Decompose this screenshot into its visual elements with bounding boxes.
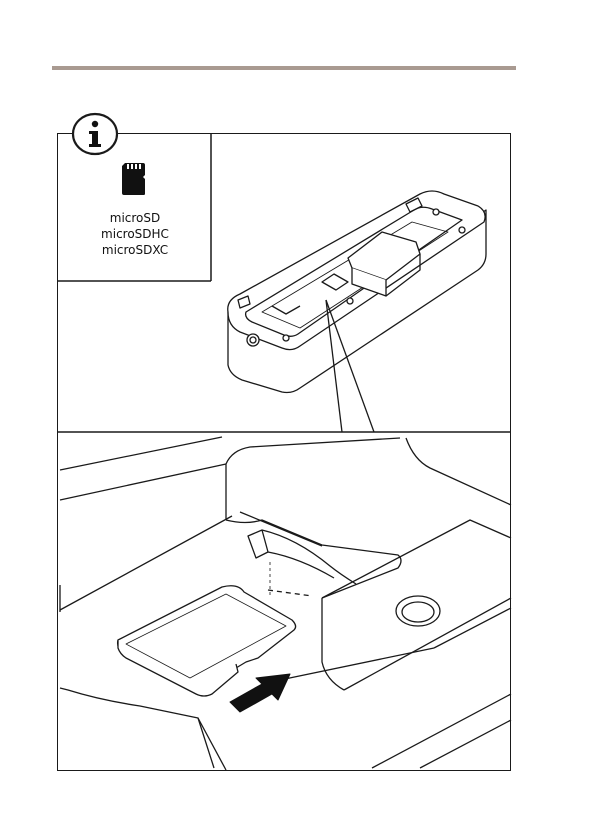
info-icon <box>70 112 120 156</box>
format-label: microSDXC <box>60 242 210 258</box>
supported-card-formats: microSD microSDHC microSDXC <box>60 210 210 258</box>
device-housing-overview <box>228 191 486 393</box>
format-label: microSD <box>60 210 210 226</box>
insert-direction-arrow <box>230 674 290 712</box>
microsd-card-icon <box>121 162 147 196</box>
detail-view <box>60 437 511 770</box>
format-label: microSDHC <box>60 226 210 242</box>
